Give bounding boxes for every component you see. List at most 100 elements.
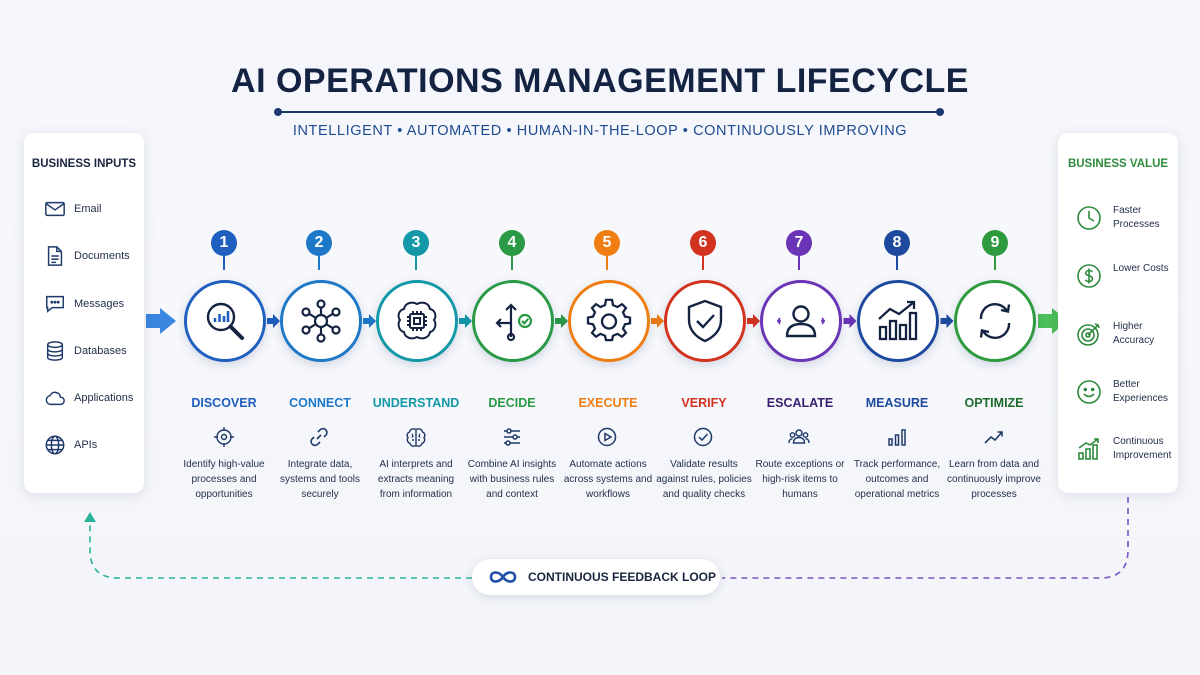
step-number-badge: 5 bbox=[594, 230, 620, 256]
bars-icon bbox=[888, 429, 906, 446]
step-connector-arrow bbox=[651, 314, 664, 328]
cloud-icon bbox=[45, 391, 65, 406]
step-number-badge: 4 bbox=[499, 230, 525, 256]
step-stem bbox=[318, 256, 320, 270]
step-stem bbox=[511, 256, 513, 270]
brain-chip-icon bbox=[397, 301, 437, 340]
value-label: Higher Accuracy bbox=[1113, 321, 1155, 346]
smile-icon bbox=[1077, 380, 1101, 404]
step-description: Route exceptions or high-risk items to h… bbox=[755, 459, 845, 500]
input-arrow bbox=[146, 308, 176, 334]
refresh-cycle-icon bbox=[979, 303, 1011, 339]
step-description: Combine AI insights with business rules … bbox=[467, 459, 557, 500]
step-connector-arrow bbox=[459, 314, 472, 328]
business-value-panel: BUSINESS VALUE Faster Processes Lower Co… bbox=[1058, 133, 1178, 493]
step-ring bbox=[568, 280, 650, 362]
growth-chart-icon bbox=[1078, 438, 1099, 460]
title-divider bbox=[274, 108, 944, 116]
input-label: Applications bbox=[74, 392, 134, 404]
step-stem bbox=[994, 256, 996, 270]
step-connector-arrow bbox=[940, 314, 954, 328]
magnifier-chart-icon bbox=[206, 302, 244, 340]
step-description: Integrate data, systems and tools secure… bbox=[279, 459, 361, 500]
value-label: Faster Processes bbox=[1113, 205, 1160, 230]
output-arrow bbox=[1038, 308, 1068, 334]
step-connector-arrow bbox=[363, 314, 376, 328]
step-ring bbox=[376, 280, 458, 362]
input-item-applications: Applications bbox=[44, 386, 133, 410]
value-label: Continuous Improvement bbox=[1113, 436, 1172, 461]
step-ring bbox=[664, 280, 746, 362]
chat-icon bbox=[46, 295, 64, 313]
feedback-arrowhead bbox=[84, 512, 96, 522]
step-stem bbox=[415, 256, 417, 270]
input-item-apis: APIs bbox=[44, 433, 97, 457]
page-title: AI OPERATIONS MANAGEMENT LIFECYCLE bbox=[231, 62, 969, 100]
group-icon bbox=[788, 429, 810, 444]
step-number-badge: 1 bbox=[211, 230, 237, 256]
step-title: DECIDE bbox=[488, 396, 536, 410]
crosshair-icon bbox=[214, 427, 234, 447]
shield-check-icon bbox=[687, 299, 723, 343]
check-circle-icon bbox=[693, 427, 713, 447]
decision-arrows-icon bbox=[495, 303, 533, 342]
mail-icon bbox=[45, 201, 65, 217]
step-ring bbox=[472, 280, 554, 362]
step-title: DISCOVER bbox=[191, 396, 257, 410]
trend-up-icon bbox=[984, 431, 1003, 444]
step-stem bbox=[702, 256, 704, 270]
panel-title: BUSINESS INPUTS bbox=[31, 158, 137, 170]
play-icon bbox=[597, 427, 617, 447]
step-ring bbox=[760, 280, 842, 362]
step-stem bbox=[223, 256, 225, 270]
input-label: Messages bbox=[74, 298, 125, 310]
input-item-email: Email bbox=[44, 197, 102, 221]
target-icon bbox=[1077, 323, 1100, 346]
feedback-loop-path bbox=[89, 520, 472, 579]
network-hub-icon bbox=[301, 299, 341, 343]
page-subtitle: INTELLIGENT • AUTOMATED • HUMAN-IN-THE-L… bbox=[292, 123, 908, 139]
step-stem bbox=[896, 256, 898, 270]
step-number-badge: 9 bbox=[982, 230, 1008, 256]
step-description: Learn from data and continuously improve… bbox=[947, 459, 1041, 500]
step-title: VERIFY bbox=[681, 396, 727, 410]
gear-icon bbox=[586, 298, 632, 342]
bar-chart-trend-icon bbox=[878, 300, 918, 341]
person-escalate-icon bbox=[777, 305, 825, 338]
step-number-badge: 7 bbox=[786, 230, 812, 256]
step-description: Validate results against rules, policies… bbox=[656, 459, 752, 500]
database-icon bbox=[46, 341, 64, 361]
step-ring bbox=[184, 280, 266, 362]
value-label: Better Experiences bbox=[1113, 379, 1169, 404]
step-description: Track performance, outcomes and operatio… bbox=[853, 459, 941, 500]
step-ring bbox=[954, 280, 1036, 362]
input-item-messages: Messages bbox=[44, 292, 124, 316]
step-connector-arrow bbox=[267, 314, 280, 328]
link-icon bbox=[310, 427, 328, 447]
input-label: Databases bbox=[74, 345, 127, 357]
step-connector-arrow bbox=[747, 314, 760, 328]
step-ring bbox=[280, 280, 362, 362]
step-number-badge: 2 bbox=[306, 230, 332, 256]
input-label: APIs bbox=[74, 439, 98, 451]
step-description: Identify high-value processes and opport… bbox=[183, 459, 265, 500]
value-label: Lower Costs bbox=[1113, 263, 1169, 274]
step-description: Automate actions across systems and work… bbox=[563, 459, 653, 500]
input-label: Documents bbox=[74, 250, 130, 262]
brain-icon bbox=[406, 428, 426, 447]
sliders-icon bbox=[504, 428, 520, 446]
business-inputs-panel: BUSINESS INPUTS Email Documents Messages… bbox=[24, 133, 144, 493]
step-title: CONNECT bbox=[289, 396, 351, 410]
input-label: Email bbox=[74, 203, 102, 215]
step-number-badge: 3 bbox=[403, 230, 429, 256]
step-description: AI interprets and extracts meaning from … bbox=[377, 459, 455, 500]
step-title: MEASURE bbox=[865, 396, 929, 410]
feedback-loop-pill: CONTINUOUS FEEDBACK LOOP bbox=[472, 559, 720, 595]
step-title: ESCALATE bbox=[766, 396, 834, 410]
step-number-badge: 6 bbox=[690, 230, 716, 256]
infinity-icon bbox=[489, 571, 517, 583]
clock-icon bbox=[1077, 206, 1101, 230]
step-ring bbox=[857, 280, 939, 362]
